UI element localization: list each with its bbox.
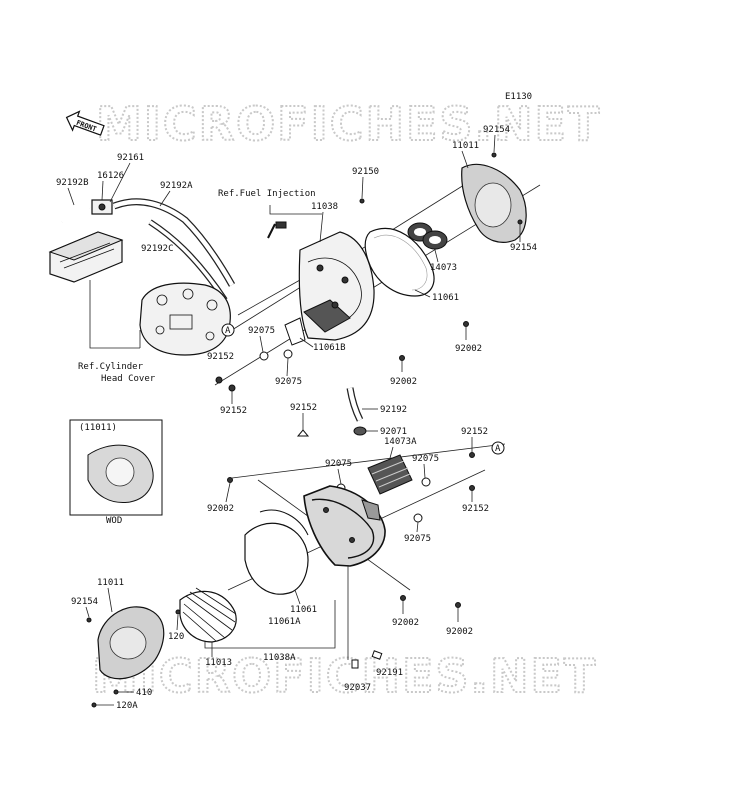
label-92154-right: 92154: [510, 243, 537, 253]
circle-a-left: A: [225, 326, 231, 336]
label-92191: 92191: [376, 668, 403, 678]
watermark-top: MICROFICHES.NET: [96, 97, 601, 151]
label-ref-fuel-injection: Ref.Fuel Injection: [218, 189, 316, 199]
breather-assembly: [48, 198, 236, 356]
inset-box: [69, 419, 163, 516]
label-120: 120: [168, 632, 184, 642]
label-92075-d: 92075: [412, 454, 439, 464]
label-92037: 92037: [344, 683, 371, 693]
label-11061: 11061: [432, 293, 459, 303]
label-11038A: 11038A: [263, 653, 296, 663]
label-92152-d: 92152: [461, 427, 488, 437]
air-cleaner-housing-bottom: [303, 485, 386, 567]
label-11013: 11013: [205, 658, 232, 668]
front-label: FRONT: [75, 119, 98, 134]
label-92154-top: 92154: [483, 125, 510, 135]
circle-a-right: A: [495, 444, 501, 454]
inset-caption: WOD: [106, 516, 122, 526]
label-410: 410: [136, 688, 152, 698]
filter-11061-bottom: [259, 509, 309, 536]
label-11061B: 11061B: [313, 343, 346, 353]
label-92075-a: 92075: [248, 326, 275, 336]
label-11038: 11038: [311, 202, 338, 212]
label-11061A: 11061A: [268, 617, 301, 627]
injector-connector: [267, 221, 287, 239]
label-ref-cylinder-1: Ref.Cylinder: [78, 362, 144, 372]
label-92150: 92150: [352, 167, 379, 177]
label-92192A: 92192A: [160, 181, 193, 191]
label-92152-e: 92152: [462, 504, 489, 514]
element-14073A: [367, 454, 413, 495]
filter-element-11061: [364, 227, 435, 297]
label-120A: 120A: [116, 701, 138, 711]
label-92192C: 92192C: [141, 244, 174, 254]
label-92152-a: 92152: [207, 352, 234, 362]
label-92161: 92161: [117, 153, 144, 163]
label-11061-bottom: 11061: [290, 605, 317, 615]
label-11011-bottom: 11011: [97, 578, 124, 588]
air-cleaner-housing-top: [298, 231, 375, 341]
label-ref-cylinder-2: Head Cover: [101, 374, 156, 384]
label-92192B: 92192B: [56, 178, 89, 188]
gasket-11061A: [244, 522, 309, 595]
label-14073A: 14073A: [384, 437, 417, 447]
inset-title: (11011): [79, 423, 117, 433]
label-92152-b: 92152: [220, 406, 247, 416]
label-92071: 92071: [380, 427, 407, 437]
label-92002-r1: 92002: [455, 344, 482, 354]
label-92154-bottom: 92154: [71, 597, 98, 607]
label-14073: 14073: [430, 263, 457, 273]
label-92075-b: 92075: [275, 377, 302, 387]
label-92192: 92192: [380, 405, 407, 415]
label-92002-r2: 92002: [390, 377, 417, 387]
label-92002-b2: 92002: [446, 627, 473, 637]
label-92002-b1: 92002: [392, 618, 419, 628]
label-11011-top: 11011: [452, 141, 479, 151]
cylinder-head-cover: [139, 282, 231, 356]
label-92075-c: 92075: [325, 459, 352, 469]
watermark-bottom: MICROFICHES.NET: [92, 649, 597, 703]
filter-frame-11013: [179, 587, 237, 643]
label-92002-l: 92002: [207, 504, 234, 514]
label-92075-e: 92075: [404, 534, 431, 544]
diagram-code: E1130: [505, 92, 532, 102]
label-92152-c: 92152: [290, 403, 317, 413]
element-14073: [407, 222, 448, 250]
label-16126: 16126: [97, 171, 124, 181]
